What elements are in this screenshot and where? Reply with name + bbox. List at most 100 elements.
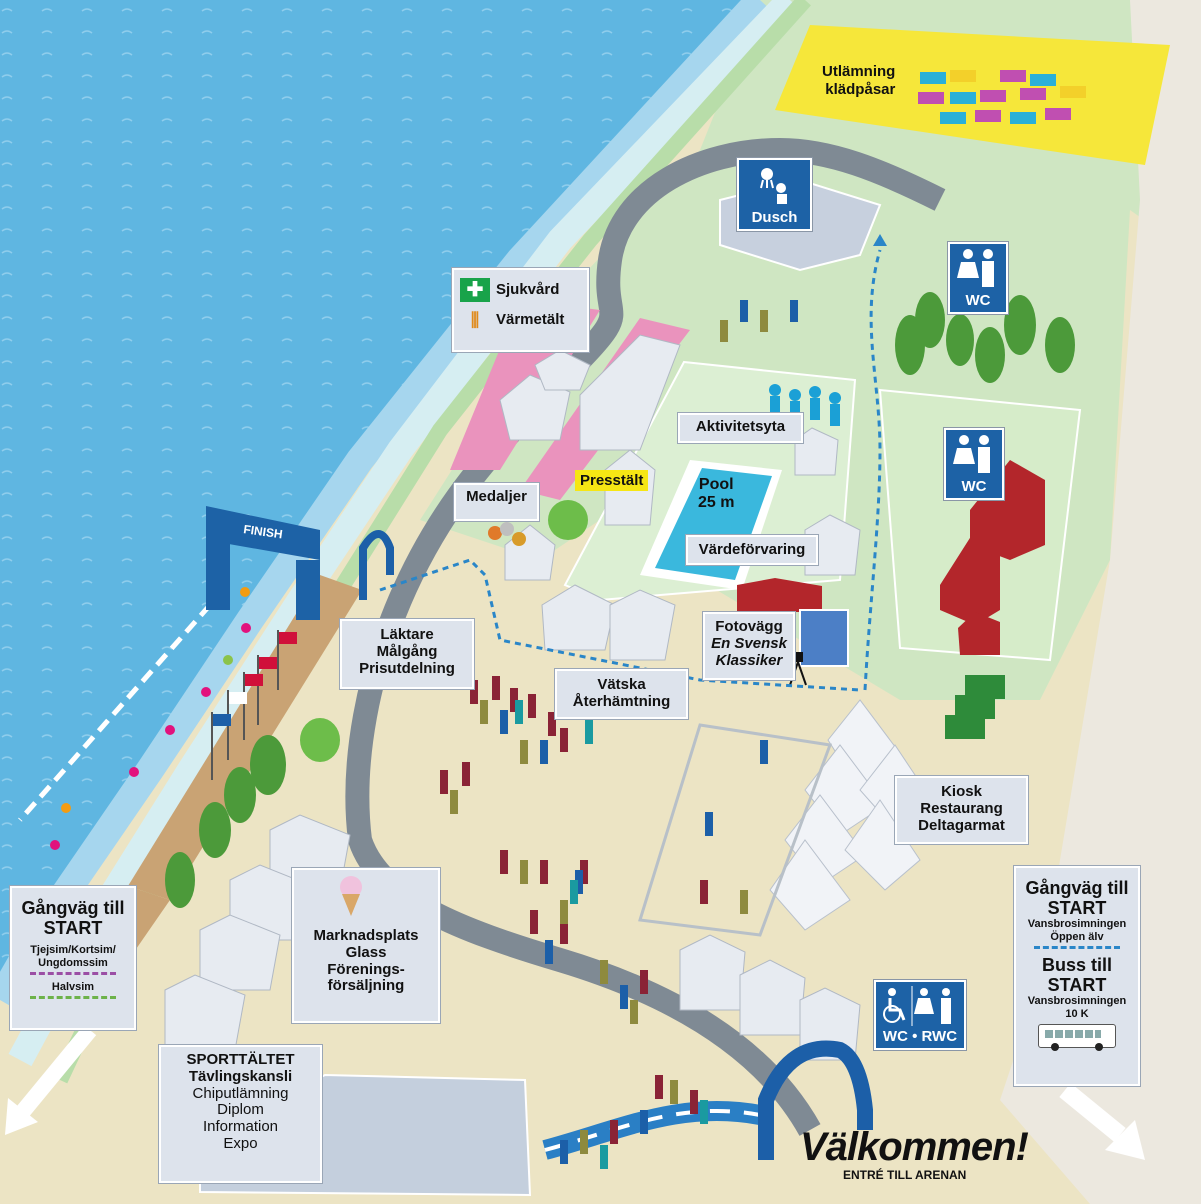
label-bag-pickup: Utlämning klädpåsar bbox=[822, 63, 895, 98]
shower-icon bbox=[759, 168, 787, 204]
road-main bbox=[345, 138, 821, 1136]
label-kiosk: Kiosk Restaurang Deltagarmat bbox=[895, 776, 1028, 844]
label-kiosk-line2: Restaurang bbox=[920, 799, 1003, 817]
entrance-path-stripe bbox=[544, 1108, 761, 1152]
label-pool-line2: 25 m bbox=[698, 493, 735, 511]
route-green-line bbox=[30, 996, 116, 1000]
label-wc-middle-text: WC bbox=[961, 478, 987, 495]
label-press-tent: Presstält bbox=[575, 470, 649, 491]
entrance-arch bbox=[758, 1040, 873, 1160]
walkway-right bbox=[1000, 0, 1201, 1204]
label-wc-rwc-text: WC • RWC bbox=[882, 1028, 958, 1045]
label-bus-line2: START bbox=[1047, 975, 1107, 996]
label-walkway-left-line2: START bbox=[43, 918, 103, 939]
label-heating-text: Värmetält bbox=[496, 310, 565, 328]
label-refreshments: Vätska Återhämtning bbox=[555, 669, 688, 719]
welcome-title: Välkommen! bbox=[800, 1125, 1029, 1169]
label-photo-wall-line1: Fotovägg bbox=[715, 618, 783, 635]
activity-figures bbox=[769, 384, 841, 426]
label-bag-pickup-line2: klädpåsar bbox=[825, 80, 896, 98]
label-refreshments-line1: Vätska bbox=[597, 676, 646, 693]
label-sport-tent-subtitle: Tävlingskansli bbox=[188, 1067, 293, 1085]
label-wc-top: WC bbox=[948, 242, 1008, 314]
label-sport-tent-item: Chiputlämning bbox=[192, 1084, 289, 1102]
heating-tent-icon: ⫼ bbox=[470, 310, 480, 330]
stands-arch bbox=[359, 530, 394, 600]
bus-icon bbox=[1038, 1023, 1116, 1051]
label-walkway-right-line1: Gångväg till bbox=[1025, 878, 1129, 898]
flags bbox=[211, 630, 297, 780]
label-activity-area: Aktivitetsyta bbox=[678, 413, 803, 443]
water-waves bbox=[0, 0, 760, 1000]
trees bbox=[165, 292, 1075, 908]
label-bag-pickup-line1: Utlämning bbox=[822, 63, 896, 80]
arena-entrance-label: ENTRÉ TILL ARENAN bbox=[843, 1168, 967, 1182]
route-blue-line bbox=[1034, 945, 1120, 949]
bags bbox=[918, 70, 1086, 124]
label-kiosk-line1: Kiosk bbox=[941, 783, 982, 800]
label-sport-tent-title: SPORTTÄLTET bbox=[186, 1051, 295, 1068]
label-walkway-left-route2: Halvsim bbox=[51, 980, 95, 993]
restaurant-fence bbox=[638, 723, 833, 937]
recycling-containers bbox=[945, 675, 1005, 739]
label-walkway-left-route1: Tjejsim/Kortsim/ Ungdomssim bbox=[30, 944, 116, 969]
label-pool: Pool 25 m bbox=[698, 476, 734, 511]
label-medals: Medaljer bbox=[454, 483, 539, 521]
route-purple-line bbox=[30, 971, 116, 975]
label-photo-wall: Fotovägg En Svensk Klassiker bbox=[703, 612, 795, 680]
finish-gate bbox=[206, 506, 320, 620]
label-wc-rwc: WC • RWC bbox=[874, 980, 966, 1050]
label-sport-tent-item: Diplom bbox=[217, 1101, 264, 1119]
label-shower-text: Dusch bbox=[751, 209, 798, 226]
label-photo-wall-line3: Klassiker bbox=[715, 651, 783, 669]
buoy-line bbox=[18, 603, 212, 822]
label-wc-top-text: WC bbox=[965, 292, 991, 309]
label-refreshments-line2: Återhämtning bbox=[572, 692, 671, 710]
path-to-shower bbox=[863, 249, 882, 691]
label-stands-line1: Läktare bbox=[380, 626, 434, 643]
exit-arrow-right bbox=[1059, 1083, 1145, 1160]
wc-icon bbox=[953, 435, 990, 473]
label-sport-tent-item: Information bbox=[202, 1118, 279, 1136]
label-marketplace-line2: Glass bbox=[345, 943, 387, 961]
label-marketplace-line3: Förenings- bbox=[327, 960, 405, 978]
road-top bbox=[779, 138, 946, 211]
red-buildings bbox=[737, 460, 1045, 655]
label-walkway-right-line2: START bbox=[1047, 898, 1107, 919]
label-bus-distance: 10 K bbox=[1065, 1007, 1089, 1020]
label-walkway-left: Gångväg till START Tjejsim/Kortsim/ Ungd… bbox=[10, 886, 136, 1030]
buoys bbox=[50, 587, 251, 850]
label-valuables: Värdeförvaring bbox=[686, 535, 818, 565]
label-walkway-left-line1: Gångväg till bbox=[21, 898, 125, 918]
path-arrow-up bbox=[873, 234, 887, 246]
ice-cream-icon bbox=[338, 876, 364, 916]
label-wc-middle: WC bbox=[944, 428, 1004, 500]
label-bus-line1: Buss till bbox=[1041, 954, 1112, 975]
photo-wall bbox=[799, 609, 849, 667]
label-sport-tent: SPORTTÄLTET Tävlingskansli Chiputlämning… bbox=[159, 1045, 322, 1183]
crowd bbox=[440, 300, 798, 1169]
path-finish-to-area bbox=[379, 558, 861, 692]
label-marketplace: Marknadsplats Glass Förenings- försäljni… bbox=[292, 868, 440, 1023]
label-pool-line1: Pool bbox=[698, 476, 734, 493]
label-bus-route: Vansbrosimningen bbox=[1027, 995, 1127, 1008]
label-kiosk-line3: Deltagarmat bbox=[918, 816, 1005, 834]
label-photo-wall-line2: En Svensk bbox=[711, 634, 787, 652]
label-marketplace-line1: Marknadsplats bbox=[313, 927, 419, 944]
label-sport-tent-item: Expo bbox=[223, 1134, 258, 1152]
label-shower: Dusch bbox=[737, 158, 812, 231]
label-activity-area-text: Aktivitetsyta bbox=[695, 418, 786, 435]
label-marketplace-line4: försäljning bbox=[327, 977, 405, 995]
label-medical: ✚ Sjukvård ⫼ Värmetält bbox=[452, 268, 589, 352]
finish-text: FINISH bbox=[243, 522, 284, 541]
first-aid-icon: ✚ bbox=[460, 278, 490, 302]
label-medical-text: Sjukvård bbox=[496, 280, 560, 298]
exit-arrow-left bbox=[5, 1024, 97, 1135]
label-walkway-right: Gångväg till START Vansbrosimningen Öppe… bbox=[1014, 866, 1140, 1086]
label-valuables-text: Värdeförvaring bbox=[698, 541, 806, 558]
label-medals-text: Medaljer bbox=[466, 488, 527, 505]
label-stands: Läktare Målgång Prisutdelning bbox=[340, 619, 474, 689]
label-walkway-right-route: Vansbrosimningen Öppen älv bbox=[1027, 918, 1127, 943]
wc-icon bbox=[957, 249, 994, 287]
